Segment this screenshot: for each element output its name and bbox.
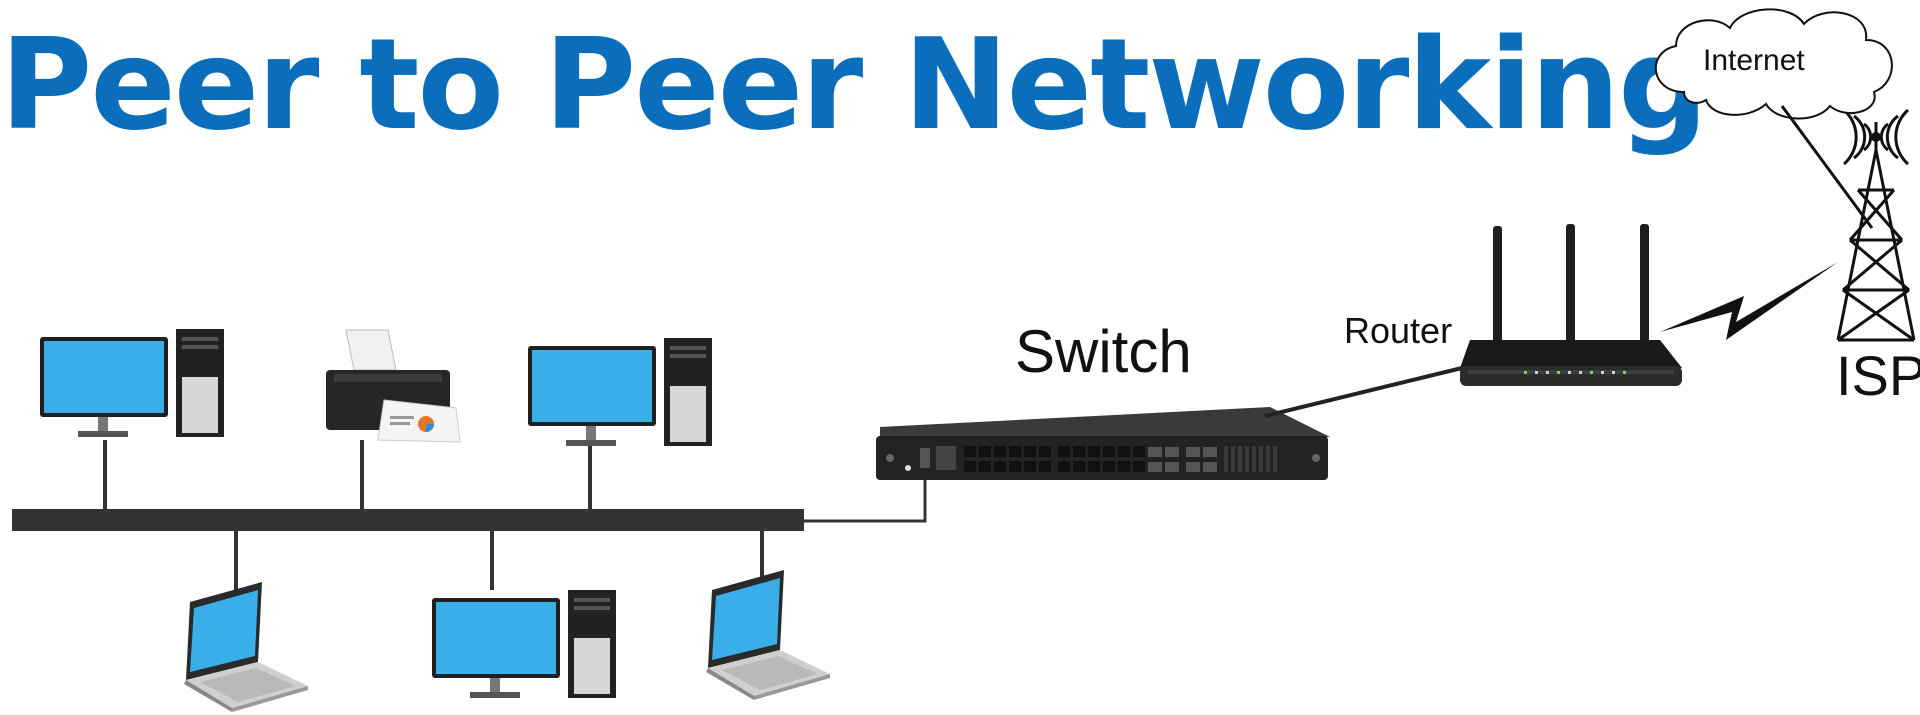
internet-cloud-icon: [1654, 8, 1893, 120]
switch-vent: [1273, 446, 1277, 472]
router-label: Router: [1344, 310, 1452, 351]
switch-sfp-port: [1148, 462, 1162, 472]
switch-sfp-port: [1148, 447, 1162, 457]
router-led: [1568, 371, 1571, 374]
desktop-computer-icon: [40, 329, 224, 437]
switch-port: [994, 461, 1006, 472]
router-led: [1590, 371, 1593, 374]
switch-vent: [1231, 446, 1235, 472]
router-led: [1524, 371, 1527, 374]
wireless-link-icon: [1660, 262, 1838, 340]
switch-label: Switch: [1015, 318, 1192, 385]
internet-link: [1780, 105, 1874, 229]
switch-vent: [1259, 446, 1263, 472]
switch-vent: [1245, 446, 1249, 472]
switch-port: [1058, 461, 1070, 472]
switch-port: [1039, 446, 1051, 457]
switch-port: [1103, 446, 1115, 457]
router-led: [1612, 371, 1615, 374]
switch-port: [1024, 446, 1036, 457]
switch-vent: [1252, 446, 1256, 472]
switch-port: [994, 446, 1006, 457]
router-leds: [1524, 371, 1626, 374]
switch-sfp-port: [1165, 447, 1179, 457]
switch-port: [979, 446, 991, 457]
switch-vent: [1224, 446, 1228, 472]
laptop-icon: [706, 570, 830, 700]
switch-port: [1009, 446, 1021, 457]
switch-sfp-port: [1186, 447, 1200, 457]
switch-port: [1133, 446, 1145, 457]
cell-tower-icon: [1836, 108, 1916, 342]
switch-vent: [1238, 446, 1242, 472]
router-led: [1579, 371, 1582, 374]
desktop-computer-icon: [432, 590, 616, 698]
switch-port: [1133, 461, 1145, 472]
switch-port: [1103, 461, 1115, 472]
router-led: [1601, 371, 1604, 374]
switch-cable: [804, 480, 927, 523]
switch-port: [1039, 461, 1051, 472]
router-led: [1535, 371, 1538, 374]
switch-port: [964, 461, 976, 472]
router-led: [1546, 371, 1549, 374]
router-led: [1623, 371, 1626, 374]
router-icon: [1460, 224, 1682, 386]
switch-port: [979, 461, 991, 472]
printer-icon: [326, 329, 461, 443]
switch-sfp-port: [1165, 462, 1179, 472]
switch-sfp-port: [1203, 462, 1217, 472]
router-cable: [1264, 366, 1463, 418]
isp-label: ISP: [1836, 344, 1920, 407]
bus-backbone: [12, 509, 804, 531]
switch-ports: [964, 446, 1277, 472]
page-title: Peer to Peer Networking: [0, 11, 1706, 158]
router-led: [1557, 371, 1560, 374]
cell-tower-top: [1871, 132, 1881, 142]
switch-port: [1009, 461, 1021, 472]
laptop-icon: [184, 582, 308, 712]
internet-label: Internet: [1703, 44, 1805, 77]
switch-sfp-port: [1203, 447, 1217, 457]
switch-port: [1024, 461, 1036, 472]
switch-port: [1118, 461, 1130, 472]
desktop-computer-icon: [528, 338, 712, 446]
switch-port: [1088, 461, 1100, 472]
switch-vent: [1266, 446, 1270, 472]
switch-port: [1073, 446, 1085, 457]
switch-port: [964, 446, 976, 457]
switch-port: [1073, 461, 1085, 472]
switch-sfp-port: [1186, 462, 1200, 472]
switch-port: [1058, 446, 1070, 457]
switch-port: [1088, 446, 1100, 457]
switch-port: [1118, 446, 1130, 457]
